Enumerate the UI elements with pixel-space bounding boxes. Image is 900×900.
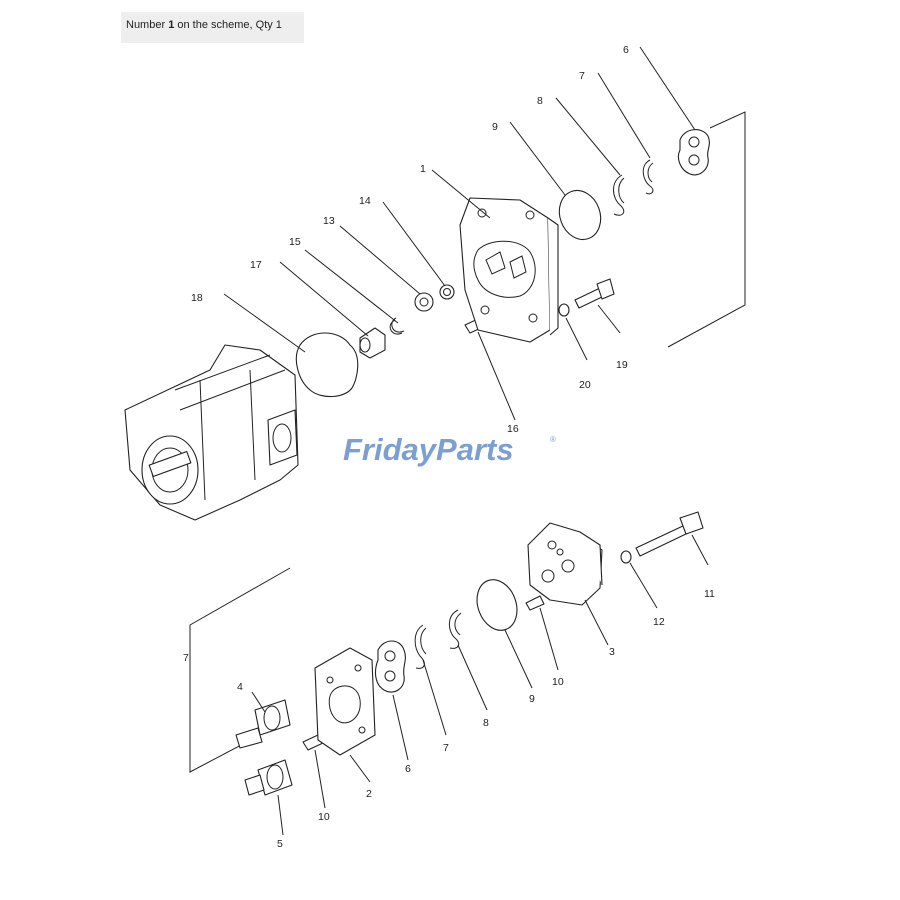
bearing-13 [414,292,434,312]
callout-labels: 1 6 7 8 9 14 13 15 17 18 19 20 16 7 4 5 … [183,44,715,850]
callout-16: 16 [507,423,519,435]
drive-gear-4 [235,699,291,749]
group-bracket-upper [667,111,746,348]
bolt-11 [635,511,704,557]
callout-7-top: 7 [579,70,585,82]
o-ring-9-lower [476,579,518,631]
callout-5: 5 [277,838,283,850]
seal-plate-6-lower [374,640,406,693]
group-bracket-lower [189,567,291,773]
callout-3: 3 [609,646,615,658]
pump-body [124,344,299,521]
callout-15: 15 [289,236,301,248]
caption-prefix: Number [126,19,169,31]
flange-cover-1 [459,197,559,343]
callout-8-lower: 8 [483,717,489,729]
bushing-17 [359,327,386,359]
driven-gear-5 [244,759,293,796]
backup-ring-7-top [642,159,654,195]
callout-18: 18 [191,292,203,304]
watermark-text: FridayParts [343,432,514,467]
callout-10-mid: 10 [552,676,564,688]
washer-20 [558,303,570,317]
o-ring-9-top [558,189,602,241]
body-plate-3 [527,522,603,606]
callout-2: 2 [366,788,372,800]
callout-4: 4 [237,681,243,693]
callout-12: 12 [653,616,665,628]
callout-20: 20 [579,379,591,391]
callout-14: 14 [359,195,371,207]
o-ring-18 [295,332,359,398]
washer-12 [620,550,632,564]
watermark-registered-mark: ® [550,435,556,444]
caption-bar [121,12,304,43]
callout-11: 11 [704,588,715,600]
callout-9-lower: 9 [529,693,535,705]
callout-19: 19 [616,359,628,371]
callout-13: 13 [323,215,335,227]
callout-1: 1 [420,163,426,175]
callout-10-bottom: 10 [318,811,330,823]
backup-ring-7-lower [414,624,427,669]
caption-suffix: on the scheme, Qty 1 [174,19,282,31]
backup-ring-8-top [613,174,625,216]
washer-14 [439,284,455,300]
callout-9-top: 9 [492,121,498,133]
backup-ring-8-lower [448,609,462,649]
scheme-caption: Number 1 on the scheme, Qty 1 [126,19,282,31]
leader-lines-upper [223,46,696,421]
bolt-19 [574,278,615,309]
callout-8-top: 8 [537,95,543,107]
caption-number: 1 [168,19,175,31]
seal-plate-6-top [677,129,710,176]
callout-17: 17 [250,259,262,271]
fridayparts-watermark: FridayParts ® [343,432,556,467]
callout-7-lower: 7 [443,742,449,754]
leader-lines-lower [251,534,709,836]
callout-7-left: 7 [183,652,189,664]
dowel-pin-10-mid [525,595,545,611]
callout-6-lower: 6 [405,763,411,775]
snap-ring-15 [389,317,405,335]
callout-6-top: 6 [623,44,629,56]
gear-plate-2 [314,647,376,756]
